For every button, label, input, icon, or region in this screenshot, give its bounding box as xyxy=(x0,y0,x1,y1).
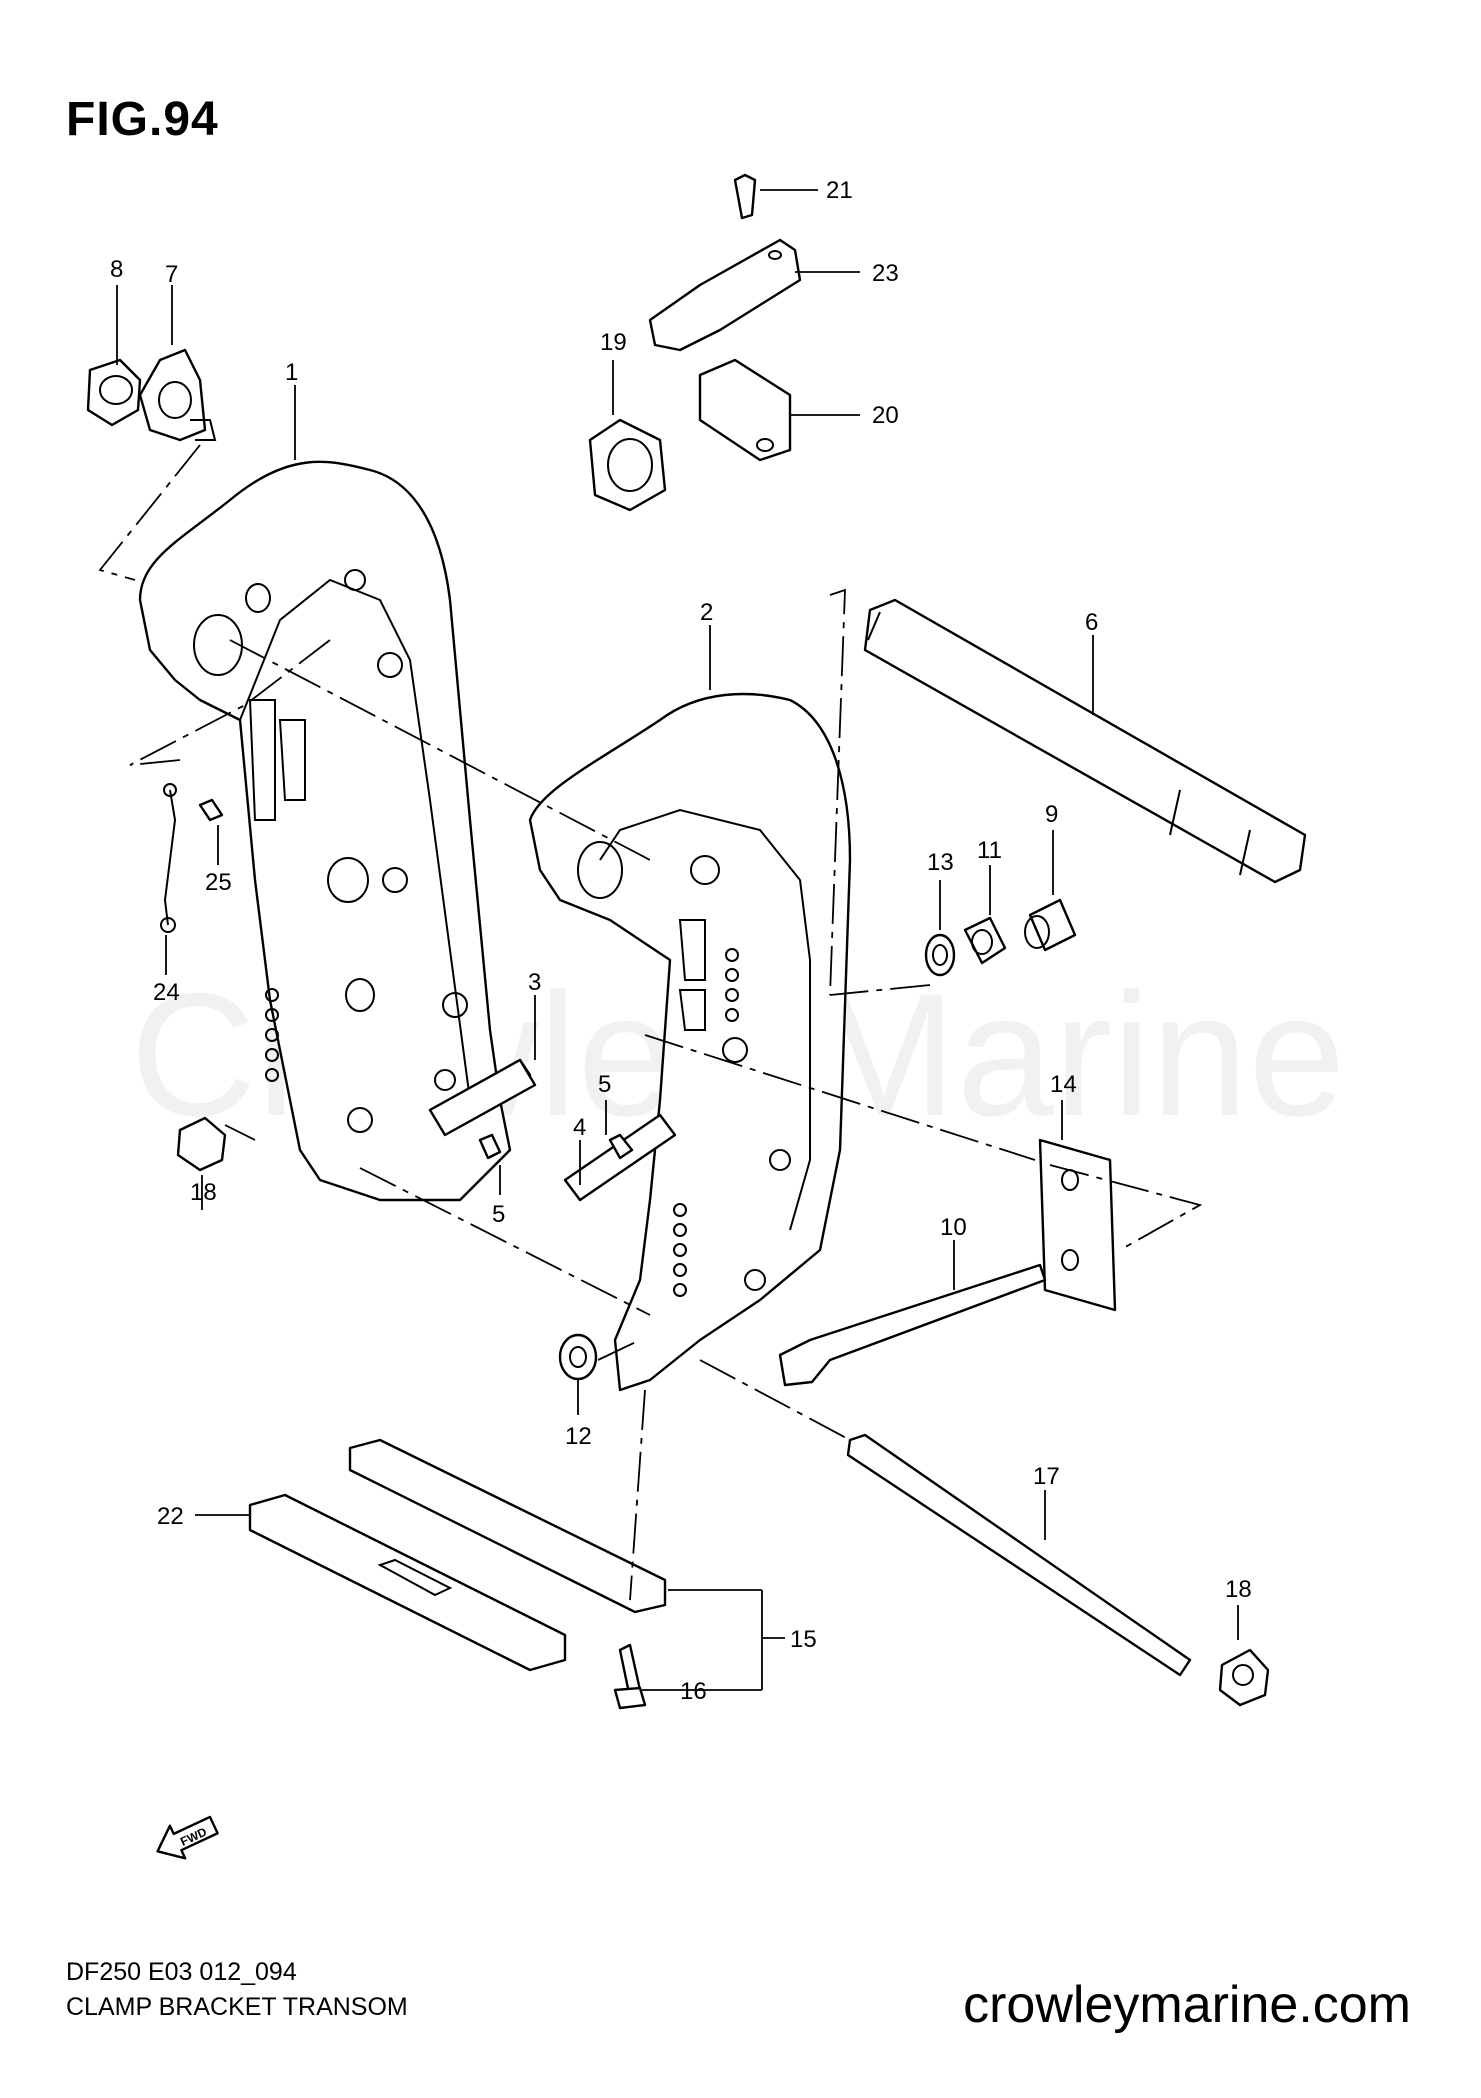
callout-5b: 5 xyxy=(492,1201,505,1228)
callout-24: 24 xyxy=(153,979,180,1006)
part-5-screw-a xyxy=(608,1133,634,1160)
callout-20: 20 xyxy=(872,402,899,429)
part-11-nut xyxy=(963,916,1007,965)
part-10-bolt xyxy=(778,1263,1047,1387)
part-5-screw-b xyxy=(478,1133,502,1160)
part-2-clamp-bracket-right xyxy=(528,692,852,1392)
part-23-cover xyxy=(648,238,802,352)
callout-25: 25 xyxy=(205,869,232,896)
part-18-nut-lower xyxy=(1218,1648,1270,1707)
part-7-plate xyxy=(138,348,217,442)
callout-21: 21 xyxy=(826,177,853,204)
fwd-arrow-icon: FWD xyxy=(156,1815,219,1860)
part-6-tilt-tube xyxy=(863,598,1307,884)
callout-15: 15 xyxy=(790,1626,817,1653)
part-25-screw xyxy=(198,798,224,822)
callout-23: 23 xyxy=(872,260,899,287)
part-20-bracket xyxy=(698,358,792,462)
part-9-bushing xyxy=(1024,898,1077,952)
callout-11: 11 xyxy=(977,837,1002,864)
model-code: DF250 E03 012_094 xyxy=(66,1958,297,1986)
assembly-lines xyxy=(98,444,1203,1601)
part-3-plate xyxy=(428,1058,537,1137)
callout-22: 22 xyxy=(157,1503,184,1530)
part-1-clamp-bracket-left xyxy=(138,460,512,1202)
callout-6: 6 xyxy=(1085,609,1098,636)
callout-10: 10 xyxy=(940,1214,967,1241)
part-14-plate xyxy=(1038,1138,1117,1312)
part-21-bolt xyxy=(733,173,757,220)
callout-17: 17 xyxy=(1033,1463,1060,1490)
callout-19: 19 xyxy=(600,329,627,356)
part-19-grommet xyxy=(588,418,667,512)
callout-4: 4 xyxy=(573,1114,586,1141)
callout-2: 2 xyxy=(700,599,713,626)
figure-caption: CLAMP BRACKET TRANSOM xyxy=(66,1993,408,2021)
callout-12: 12 xyxy=(565,1423,592,1450)
callout-18b: 18 xyxy=(1225,1576,1252,1603)
website-link[interactable]: crowleymarine.com xyxy=(963,1976,1411,2034)
part-17-pin xyxy=(846,1433,1192,1677)
callout-5a: 5 xyxy=(598,1071,611,1098)
callout-labels: 1 2 3 4 5 5 6 7 8 9 10 11 12 13 14 15 16… xyxy=(110,177,1252,1705)
callout-9: 9 xyxy=(1045,801,1058,828)
part-15-plate xyxy=(348,1438,667,1614)
callout-13: 13 xyxy=(927,849,954,876)
callout-3: 3 xyxy=(528,969,541,996)
callout-7: 7 xyxy=(165,261,178,288)
part-13-washer xyxy=(924,933,956,977)
callout-18a: 18 xyxy=(190,1179,217,1206)
leader-lines xyxy=(116,189,1239,1691)
part-24-ground-wire xyxy=(160,783,177,933)
part-8-nut xyxy=(86,358,142,427)
callout-8: 8 xyxy=(110,256,123,283)
callout-1: 1 xyxy=(285,359,298,386)
callout-16: 16 xyxy=(680,1678,707,1705)
part-22-plate xyxy=(248,1493,567,1672)
part-18-nut-upper xyxy=(176,1116,227,1172)
part-12-washer xyxy=(558,1333,598,1381)
callout-14: 14 xyxy=(1050,1071,1077,1098)
figure-title: FIG.94 xyxy=(66,93,219,146)
part-16-bolt xyxy=(613,1643,647,1710)
